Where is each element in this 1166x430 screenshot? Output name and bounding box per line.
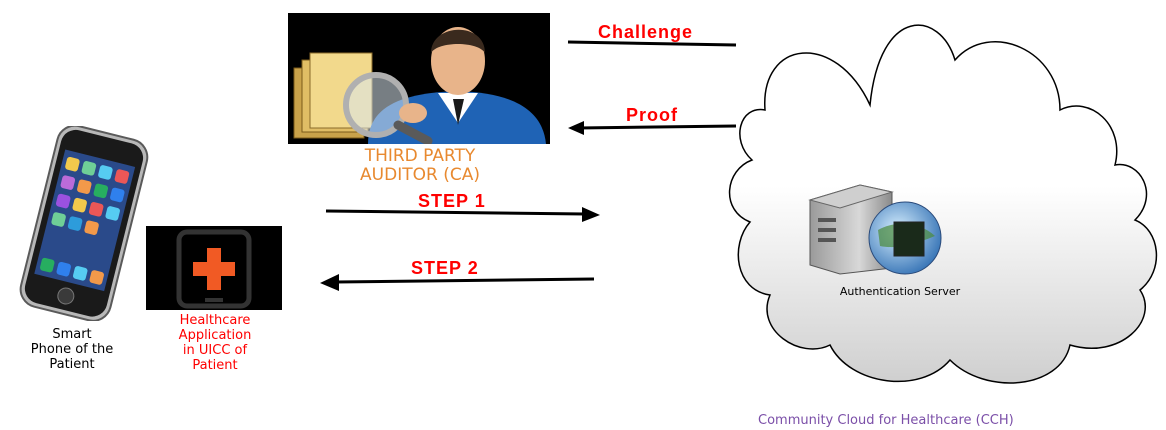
step2-arrowhead — [320, 274, 339, 291]
auditor-label: THIRD PARTY AUDITOR (CA) — [300, 147, 540, 185]
step1-arrowhead — [582, 207, 600, 222]
app-label: Healthcare Application in UICC of Patien… — [140, 313, 290, 373]
phone-label-line1: Smart — [52, 327, 92, 342]
app-label-line4: Patient — [192, 358, 238, 373]
auditor-label-line1: THIRD PARTY — [364, 146, 476, 166]
phone-label: Smart Phone of the Patient — [12, 327, 132, 372]
phone-label-line2: Phone of the — [30, 342, 114, 357]
step1-label: STEP 1 — [418, 191, 486, 211]
challenge-arrow — [567, 40, 737, 47]
auditor-image — [288, 13, 550, 144]
cloud-label: Community Cloud for Healthcare (CCH) — [758, 413, 1014, 428]
proof-label: Proof — [626, 105, 678, 125]
step1-arrow — [325, 209, 586, 216]
challenge-label: Challenge — [598, 22, 694, 42]
step2-label: STEP 2 — [411, 258, 479, 278]
healthcare-app-image — [146, 226, 282, 310]
app-label-line1: Healthcare — [179, 313, 251, 328]
app-label-line2: Application — [178, 328, 252, 343]
smartphone-image — [8, 126, 158, 321]
server-image — [800, 180, 1000, 275]
proof-arrow — [577, 124, 737, 130]
app-label-line3: in UICC of — [182, 343, 248, 358]
phone-label-line3: Patient — [49, 357, 95, 372]
proof-arrowhead — [568, 121, 584, 135]
step2-arrow — [335, 277, 595, 284]
server-label: Authentication Server — [839, 285, 961, 298]
auditor-label-line2: AUDITOR (CA) — [360, 165, 480, 185]
